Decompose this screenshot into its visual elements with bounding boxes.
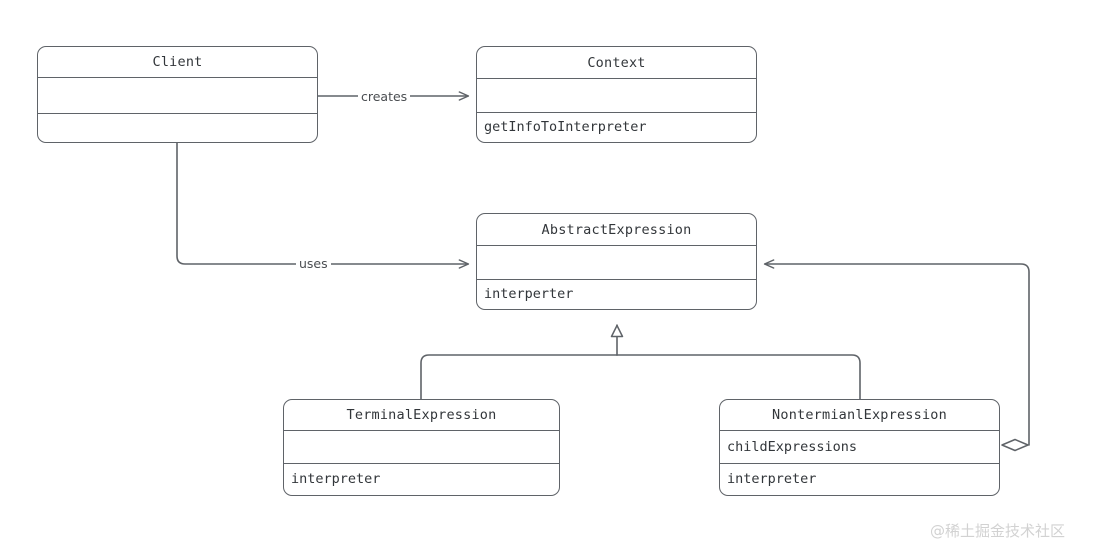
aggregation-diamond-icon bbox=[1001, 438, 1029, 452]
uml-class-abstract-expression[interactable]: AbstractExpression interperter bbox=[476, 213, 757, 310]
uml-class-context[interactable]: Context getInfoToInterpreter bbox=[476, 46, 757, 143]
class-operations-terminal-expression: interpreter bbox=[291, 471, 381, 488]
class-attributes-abstract-expression bbox=[477, 246, 756, 280]
class-title-abstract-expression: AbstractExpression bbox=[477, 214, 756, 247]
edge-label-uses: uses bbox=[296, 256, 331, 271]
uml-class-terminal-expression[interactable]: TerminalExpression interpreter bbox=[283, 399, 560, 496]
class-attributes-client bbox=[38, 78, 317, 114]
edge-generalization-terminal bbox=[420, 354, 618, 400]
watermark: @稀土掘金技术社区 bbox=[930, 522, 1066, 540]
class-title-client: Client bbox=[38, 47, 317, 79]
edge-label-creates: creates bbox=[358, 89, 411, 104]
edge-generalization-nonterminal bbox=[616, 354, 861, 400]
class-operations-client bbox=[38, 114, 317, 142]
edge-uses-line bbox=[176, 142, 470, 269]
class-operations-context: getInfoToInterpreter bbox=[484, 119, 647, 136]
class-title-terminal-expression: TerminalExpression bbox=[284, 400, 559, 432]
uml-class-client[interactable]: Client bbox=[37, 46, 318, 143]
class-attributes-nonterminal-expression: childExpressions bbox=[720, 431, 999, 464]
uml-class-nonterminal-expression[interactable]: NontermianlExpression childExpressions i… bbox=[719, 399, 1000, 496]
class-attributes-context bbox=[477, 79, 756, 113]
class-operations-nonterminal-expression: interpreter bbox=[727, 471, 817, 488]
class-attributes-terminal-expression bbox=[284, 431, 559, 464]
class-operations-abstract-expression: interperter bbox=[484, 286, 574, 303]
class-title-context: Context bbox=[477, 47, 756, 80]
class-title-nonterminal-expression: NontermianlExpression bbox=[720, 400, 999, 432]
